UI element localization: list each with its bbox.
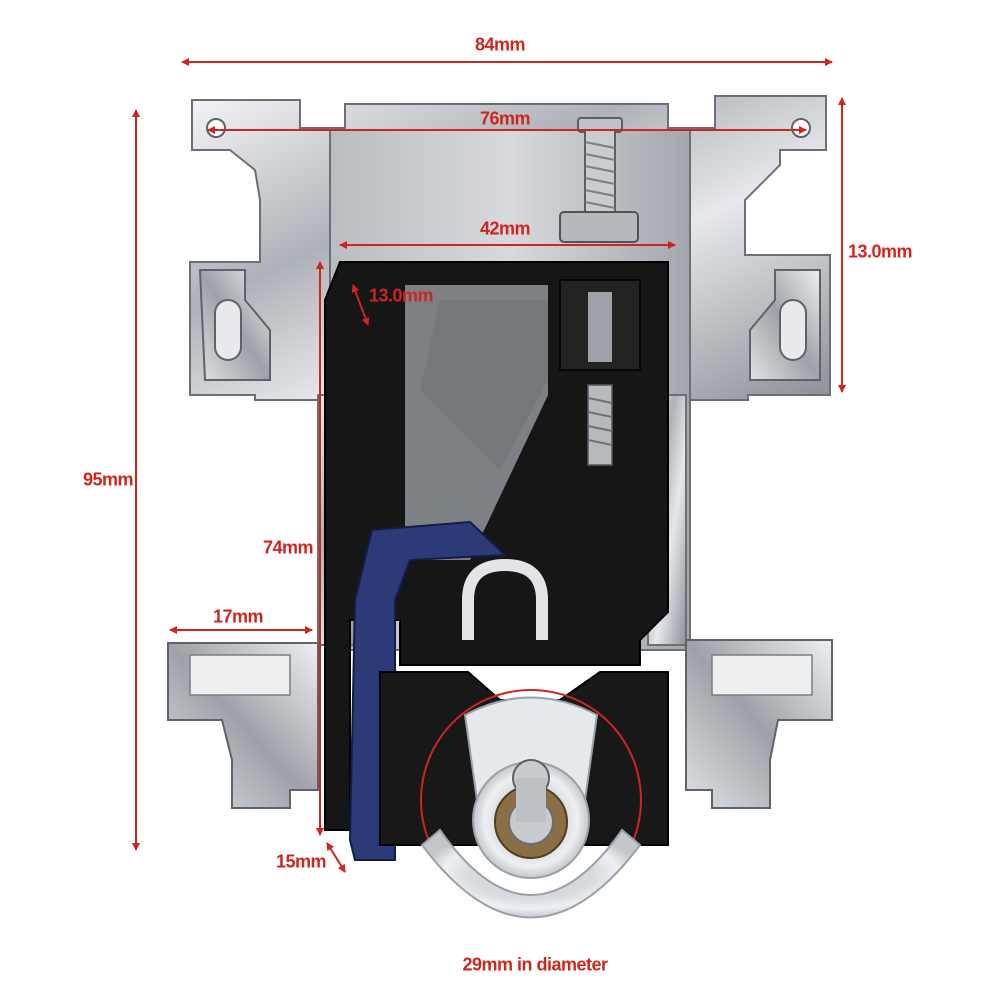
hole-spacing-label: 76mm [479, 108, 531, 129]
overall-height-label: 95mm [82, 469, 134, 490]
top-height-label: 13.0mm [847, 241, 913, 262]
adjustment-bolt [559, 117, 639, 243]
inner-width-label: 42mm [479, 218, 531, 239]
bottom-mounting-tabs [167, 639, 833, 809]
overall-width-label: 84mm [474, 34, 526, 55]
body-height-label: 74mm [262, 537, 314, 558]
inner-offset-label: 13.0mm [368, 285, 434, 306]
roller-wheel [420, 689, 642, 919]
dimension-arrows [132, 58, 846, 873]
thickness-label: 15mm [275, 851, 327, 872]
wheel-diameter-label: 29mm in diameter [462, 954, 608, 975]
side-tab-label: 17mm [212, 606, 264, 627]
